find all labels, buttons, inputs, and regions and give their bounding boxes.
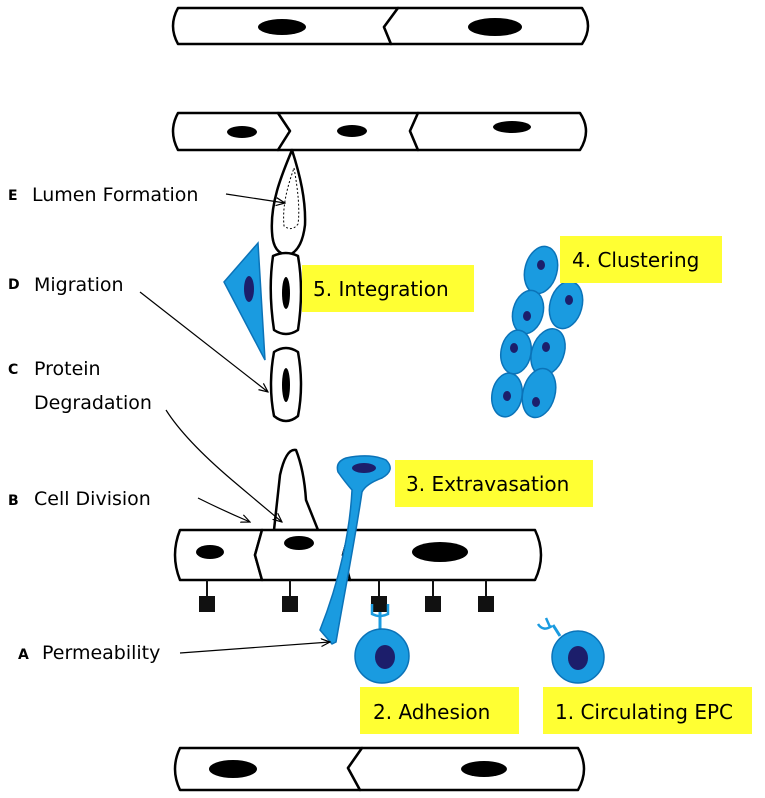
process-label-division: B Cell Division <box>8 488 151 510</box>
epc-cell <box>521 367 557 419</box>
step-label-circulating: 1. Circulating EPC <box>543 687 752 734</box>
step-label-clustering: 4. Clustering <box>560 236 722 283</box>
step-label-extravasation: 3. Extravasation <box>395 460 593 507</box>
step-label-integration: 5. Integration <box>302 265 474 312</box>
step-text: 1. Circulating EPC <box>555 700 733 724</box>
process-text: Lumen Formation <box>32 184 198 206</box>
stalk-cell <box>272 448 320 532</box>
epc-cell <box>530 328 566 376</box>
cell-nucleus <box>284 536 314 550</box>
process-text: Permeability <box>42 642 160 664</box>
step-text: 4. Clustering <box>572 248 699 272</box>
process-label-migration: D Migration <box>8 274 124 296</box>
step-text: 2. Adhesion <box>373 700 490 724</box>
process-letter: C <box>8 362 18 378</box>
pointer-arrows <box>139 193 330 654</box>
cell-nucleus <box>209 760 257 778</box>
step-text: 3. Extravasation <box>406 472 569 496</box>
clustering-epcs <box>490 245 584 419</box>
process-letter: B <box>8 493 19 509</box>
receptors <box>199 580 494 612</box>
process-label-degradation: C Protein Degradation <box>8 358 152 414</box>
process-text: Cell Division <box>34 488 151 510</box>
endothelial-cell <box>408 111 588 152</box>
epc-cell <box>499 329 533 375</box>
arrow-lumen <box>225 193 285 203</box>
cell-nucleus <box>493 121 531 133</box>
lower-vessel-wall <box>173 528 543 582</box>
cell-nucleus <box>196 545 224 559</box>
process-label-lumen: E Lumen Formation <box>8 184 198 206</box>
epc-cell <box>511 289 545 335</box>
cell-nucleus <box>282 277 290 309</box>
cell-nucleus <box>258 19 306 35</box>
process-text: Degradation <box>34 392 152 414</box>
receptor <box>282 580 298 612</box>
receptor <box>371 580 387 612</box>
step-label-adhesion: 2. Adhesion <box>360 687 519 734</box>
migrating-epc <box>223 241 266 361</box>
process-text: Protein <box>34 358 101 380</box>
step-text: 5. Integration <box>313 277 449 301</box>
process-label-permeability: A Permeability <box>18 642 160 664</box>
cell-nucleus <box>337 125 367 137</box>
endothelial-cell <box>173 746 364 792</box>
lumen-formation-cell <box>270 148 307 257</box>
process-letter: E <box>8 188 18 204</box>
process-letter: A <box>18 647 29 663</box>
arrow-degradation <box>165 409 282 522</box>
circulating-epc <box>536 617 605 684</box>
epc-cell <box>490 372 524 418</box>
upper-vessel-wall <box>171 111 588 152</box>
cell-nucleus <box>468 18 522 36</box>
cell-nucleus <box>227 126 257 138</box>
process-letter: D <box>8 277 20 293</box>
arrow-migration <box>139 291 268 392</box>
cell-nucleus <box>282 368 290 402</box>
bottom-vessel-wall <box>173 746 586 792</box>
cell-nucleus <box>412 542 468 562</box>
receptor <box>199 580 215 612</box>
top-vessel-wall <box>171 6 590 46</box>
extravasating-epc <box>319 455 391 645</box>
integration-cells <box>269 251 303 423</box>
receptor <box>425 580 441 612</box>
cell-nucleus <box>461 761 507 777</box>
arrow-permeability <box>179 642 330 654</box>
receptor <box>478 580 494 612</box>
process-text: Migration <box>34 274 124 296</box>
arrow-division <box>197 497 250 522</box>
adhering-epc <box>354 604 410 684</box>
